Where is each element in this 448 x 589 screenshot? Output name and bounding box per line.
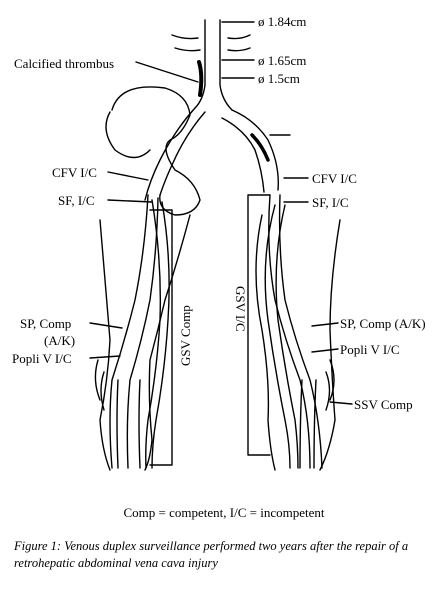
- label-popli-right: Popli V I/C: [340, 342, 400, 357]
- diameter-label-2: ø 1.65cm: [258, 53, 307, 68]
- right-leg-outline: [255, 214, 276, 471]
- calcified-thrombus-mark: [197, 60, 204, 97]
- label-gsv-right: GSV I/C: [233, 286, 248, 332]
- left-iliac: [144, 107, 196, 201]
- label-gsv-left: GSV Comp: [178, 305, 193, 366]
- right-iliac-thick: [250, 133, 270, 162]
- ivc-right-wall: [219, 19, 233, 111]
- label-cfv-left: CFV I/C: [52, 165, 97, 180]
- right-gsv-bracket: [247, 194, 271, 456]
- label-ssv-right: SSV Comp: [354, 397, 413, 412]
- leader-calcified: [135, 61, 199, 83]
- leader-popli-right: [311, 348, 339, 353]
- figure-caption: Figure 1: Venous duplex surveillance per…: [14, 539, 409, 570]
- label-cfv-right: CFV I/C: [312, 171, 357, 186]
- leader-sf-left: [107, 199, 153, 203]
- leader-sp-left: [89, 322, 123, 329]
- leader-cfv-left: [107, 171, 149, 181]
- right-iliac: [231, 109, 279, 191]
- leader-popli-left: [89, 355, 121, 359]
- ivc-left-wall: [194, 19, 206, 109]
- pelvis-left: [111, 86, 201, 216]
- label-sf-left: SF, I/C: [58, 193, 95, 208]
- label-popli-left: Popli V I/C: [12, 351, 72, 366]
- label-calcified-thrombus: Calcified thrombus: [14, 56, 115, 71]
- leader-sp-right: [311, 322, 339, 327]
- left-leg-outline: [99, 219, 111, 471]
- left-gsv-bracket: [149, 209, 173, 466]
- label-sp-left: SP, Comp: [20, 316, 72, 331]
- leader-ssv: [329, 401, 353, 405]
- label-sp-left-ak: (A/K): [44, 333, 76, 348]
- diameter-label-1: ø 1.84cm: [258, 14, 307, 29]
- diameter-label-3: ø 1.5cm: [258, 71, 300, 86]
- label-sf-right: SF, I/C: [312, 195, 349, 210]
- legend: Comp = competent, I/C = incompetent: [123, 505, 325, 520]
- label-sp-right: SP, Comp (A/K): [340, 316, 426, 331]
